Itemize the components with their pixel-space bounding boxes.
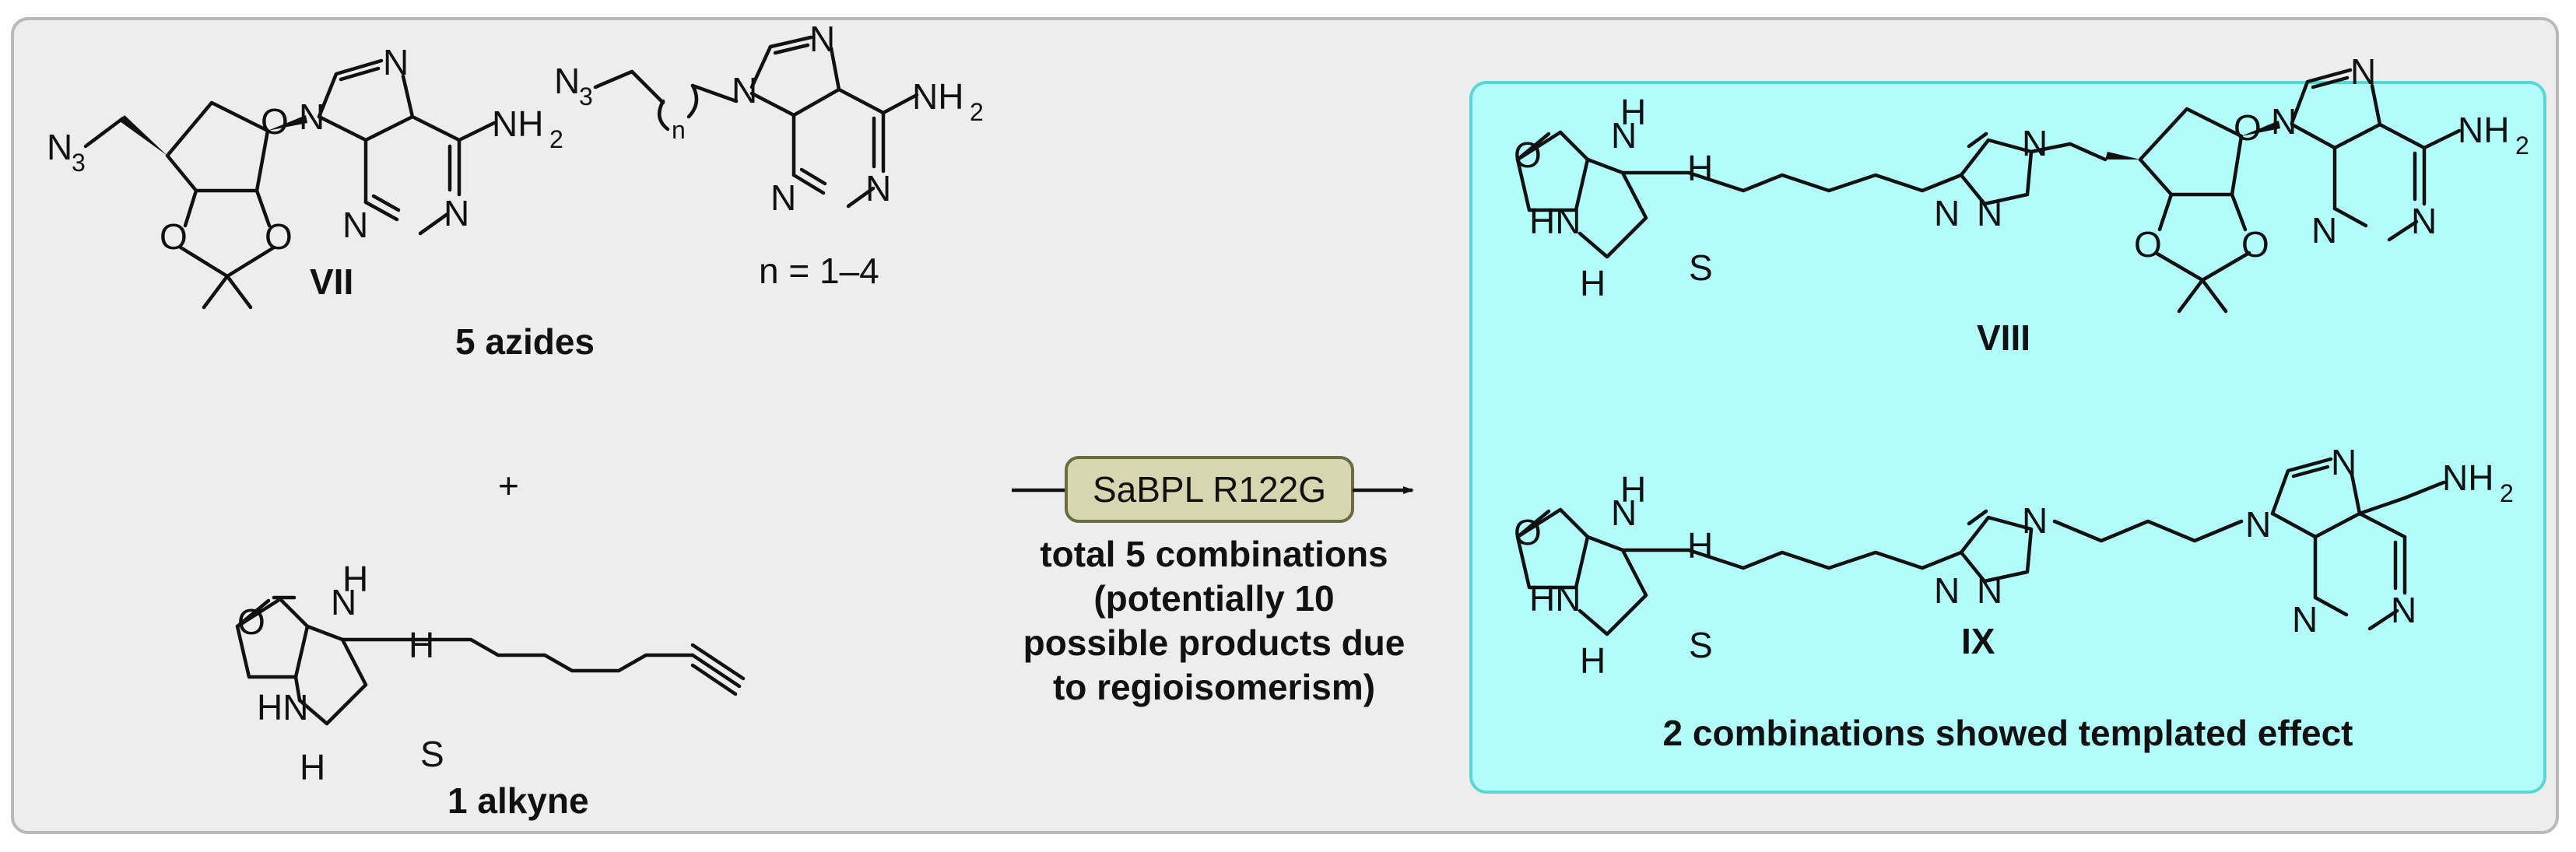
atom-nh: NH [2458, 110, 2509, 150]
atom-sub: 3 [72, 149, 86, 177]
atom-n: N [299, 96, 325, 137]
atom-sub: 2 [549, 125, 563, 153]
atom-sub: n [672, 116, 686, 144]
atom-o: O [2241, 224, 2269, 265]
atom-n: N [1934, 570, 1960, 611]
atom-o: O [2134, 224, 2162, 265]
atom-n: N [2271, 101, 2297, 142]
alkyne-caption: 1 alkyne [447, 780, 589, 821]
azide-range-text: n = 1–4 [759, 251, 879, 291]
azide-alkyl-structure: N 3 n N N NH 2 N N n = 1–4 [554, 19, 984, 291]
atom-n: N [444, 193, 469, 233]
conditions-line-3: possible products due [1023, 622, 1406, 663]
atom-o: O [1514, 135, 1542, 175]
atom-n: N [383, 42, 409, 82]
atom-n: N [2022, 123, 2048, 163]
atom-n: N [2331, 442, 2357, 482]
atom-n: N [770, 177, 796, 218]
atom-s: S [1689, 625, 1713, 665]
conditions-line-4: to regioisomerism) [1053, 667, 1375, 707]
alkyne-structure: O N H HN H H S [235, 559, 746, 787]
atom-h: H [1687, 148, 1713, 188]
product-ix-structure: O N H HN H H S N N N N N NH 2 N N IX [1514, 442, 2514, 681]
atom-h: H [1687, 525, 1713, 566]
atom-hn: HN [1529, 201, 1581, 241]
atom-n: N [1611, 493, 1637, 533]
enzyme-label: SaBPL R122G [1093, 469, 1326, 510]
conditions-line-1: total 5 combinations [1040, 534, 1388, 574]
atom-sub: 3 [579, 82, 593, 110]
atom-n: N [2350, 51, 2376, 92]
atom-nh: NH [2442, 458, 2494, 498]
atom-h: H [342, 559, 368, 599]
azide-vii-label: VII [310, 261, 353, 302]
conditions-line-2: (potentially 10 [1093, 578, 1334, 619]
atom-o: O [261, 101, 289, 142]
product-viii-label: VIII [1977, 317, 2030, 358]
atom-n: N [47, 127, 72, 167]
atom-h: H [1580, 640, 1606, 681]
atom-n: N [809, 19, 835, 59]
atom-n: N [865, 168, 891, 209]
atom-s: S [1689, 247, 1713, 288]
atom-n: N [2022, 500, 2048, 541]
product-ix-label: IX [1961, 621, 1995, 661]
atom-h: H [409, 625, 434, 665]
azide-vii-structure: N 3 O O O N N NH 2 N N VII [47, 42, 563, 310]
atom-h: H [1620, 469, 1646, 510]
atom-h: H [300, 747, 325, 787]
atom-n: N [1977, 570, 2002, 611]
atom-hn: HN [257, 687, 308, 728]
atom-o: O [237, 601, 265, 642]
atom-n: N [342, 205, 368, 245]
atom-h: H [1620, 92, 1646, 132]
atom-n: N [2311, 210, 2337, 251]
atom-o: O [1514, 512, 1542, 552]
atom-nh: NH [912, 76, 963, 117]
atom-nh: NH [492, 103, 543, 144]
atom-n: N [2292, 599, 2318, 640]
atom-n: N [1611, 115, 1637, 156]
plus-sign: + [498, 465, 519, 506]
atom-o: O [160, 216, 188, 257]
atom-n: N [732, 70, 757, 110]
atom-n: N [331, 582, 356, 622]
atom-n: N [2411, 201, 2437, 241]
atom-h: H [1580, 263, 1606, 303]
atom-s: S [420, 734, 444, 774]
atom-sub: 2 [970, 98, 984, 126]
atom-o: O [2234, 107, 2262, 148]
atom-o: O [265, 216, 293, 257]
atom-n: N [554, 61, 580, 101]
product-viii-structure: O N H HN H H S N N N O O O N N NH 2 N N … [1514, 51, 2529, 358]
atom-sub: 2 [2500, 479, 2514, 507]
atom-hn: HN [1529, 578, 1581, 619]
azides-caption: 5 azides [455, 321, 595, 362]
atom-n: N [2391, 590, 2416, 630]
atom-n: N [2245, 504, 2271, 545]
products-summary: 2 combinations showed templated effect [1663, 713, 2353, 753]
atom-sub: 2 [2515, 131, 2529, 160]
atom-n: N [1977, 193, 2002, 233]
atom-n: N [1934, 193, 1960, 233]
